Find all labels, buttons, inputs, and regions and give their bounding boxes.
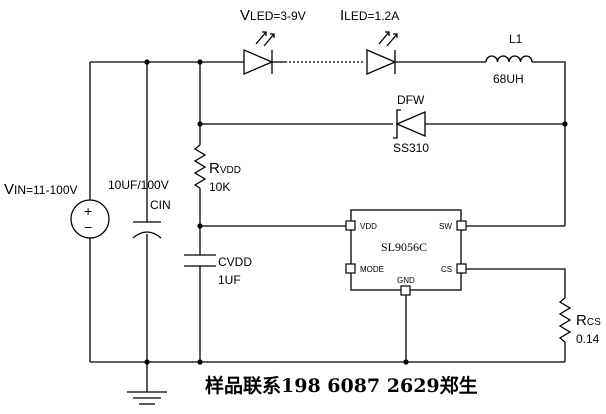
l1-value: 68UH: [493, 72, 524, 86]
pin-mode-pad: [345, 263, 356, 274]
capacitor-cvdd: [184, 254, 216, 267]
pin-vdd-label: VDD: [360, 222, 377, 231]
pin-cs-label: CS: [441, 265, 452, 274]
schottky-diode-dfw: [393, 109, 426, 139]
pin-sw-pad: [456, 220, 467, 231]
vin-label: VIN=11-100V: [4, 181, 78, 198]
junction-dots: [144, 59, 568, 365]
pin-gnd-pad: [400, 285, 411, 296]
cin-name: CIN: [150, 198, 171, 212]
pin-cs-pad: [456, 263, 467, 274]
cin-value: 10UF/100V: [108, 178, 169, 192]
wires: [89, 61, 566, 405]
iled-label: ILED=1.2A: [340, 7, 399, 24]
dfw-part: SS310: [393, 141, 429, 155]
resistor-rcs: [558, 297, 572, 343]
component-labels: VLED=3-9V ILED=1.2A L1 68UH DFW SS310 RV…: [4, 7, 601, 346]
capacitor-cin: [132, 221, 162, 239]
resistor-rvdd: [193, 144, 207, 189]
pin-gnd-label: GND: [397, 276, 415, 285]
cvdd-value: 1UF: [218, 273, 241, 287]
rvdd-value: 10K: [209, 180, 230, 194]
voltage-source: + −: [70, 199, 110, 239]
source-minus: −: [84, 219, 92, 235]
l1-name: L1: [509, 32, 523, 46]
rcs-name: RCS: [576, 312, 601, 329]
led-1: [243, 31, 275, 75]
dfw-name: DFW: [397, 93, 425, 107]
pin-sw-label: SW: [439, 222, 452, 231]
ic-name: SL9056C: [381, 240, 427, 254]
source-plus: +: [84, 203, 92, 219]
rcs-value: 0.14: [576, 332, 600, 346]
footer-contact: 样品联系198 6087 2629郑生: [205, 374, 478, 397]
pin-mode-label: MODE: [360, 265, 384, 274]
led-2: [366, 31, 398, 75]
ic-sl9056c: SL9056C VDD SW MODE CS GND: [345, 209, 467, 296]
rvdd-name: RVDD: [209, 160, 241, 177]
cvdd-name: CVDD: [218, 255, 252, 269]
inductor-l1: [485, 55, 533, 63]
vled-label: VLED=3-9V: [240, 7, 306, 24]
pin-vdd-pad: [345, 220, 356, 231]
